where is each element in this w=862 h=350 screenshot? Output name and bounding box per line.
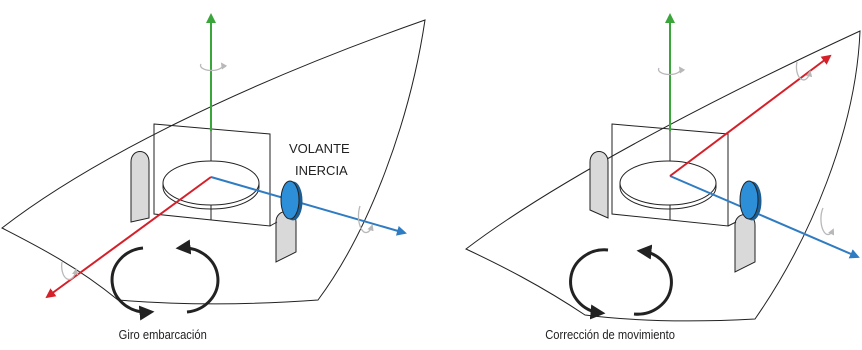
axis-rotation-icon <box>657 61 835 236</box>
support-left <box>589 151 609 219</box>
hull-outline <box>465 30 861 322</box>
flywheel-disc-icon <box>280 180 303 221</box>
flywheel-disc-icon <box>739 180 762 221</box>
panel-left-gyro-roll: VOLANTE INERCIA Giro embarcación <box>1 13 426 342</box>
flywheel-plate <box>619 160 717 210</box>
axis-rotation-icon <box>61 62 374 281</box>
axis-lateral <box>669 175 860 259</box>
support-left <box>130 151 150 223</box>
caption-right: Corrección de movimiento <box>545 327 675 342</box>
hull-outline <box>1 19 426 305</box>
support-right <box>734 214 756 273</box>
panel-right-correction: Corrección de movimiento <box>465 13 861 342</box>
flywheel-label-line2: INERCIA <box>295 163 348 178</box>
flywheel-label-line1: VOLANTE <box>289 141 350 156</box>
axis-lateral <box>210 176 407 236</box>
curved-arrow-pair-icon <box>110 239 220 321</box>
caption-left: Giro embarcación <box>119 327 207 342</box>
axis-longitudinal <box>45 176 212 299</box>
curved-arrow-pair-icon <box>569 244 673 320</box>
axis-longitudinal <box>669 54 832 177</box>
